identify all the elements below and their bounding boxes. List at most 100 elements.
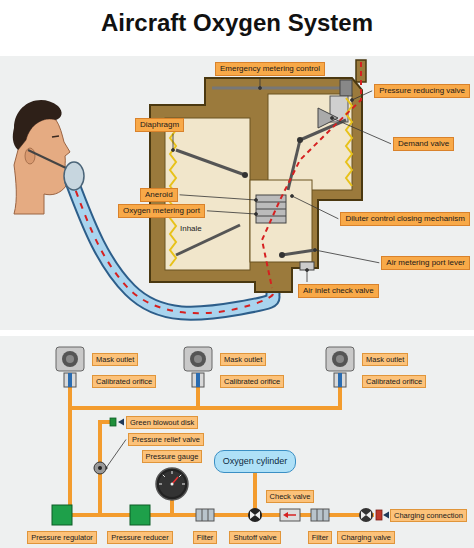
oxygen-pipe: [70, 387, 372, 515]
orifice-symbol: [64, 373, 76, 387]
part-label-box: Pressure regulator: [27, 531, 97, 544]
label-text: Mask outlet: [96, 355, 134, 364]
label-text: Pressure regulator: [31, 533, 93, 542]
label-text: Calibrated orifice: [366, 377, 422, 386]
panel-ground: [0, 56, 474, 330]
blowout-disk-symbol: [118, 419, 124, 426]
part-label-box: Filter: [193, 531, 218, 544]
callout-box: Air metering port lever: [381, 256, 470, 270]
part-label: Inhale: [180, 224, 202, 234]
leader-line: [106, 440, 126, 469]
label-text: Charging valve: [341, 533, 391, 542]
valve-symbol: [248, 508, 373, 522]
label-text: Emergency metering control: [220, 64, 320, 74]
regulator-mechanism: [256, 209, 286, 210]
label-text: Aneroid: [145, 190, 173, 200]
leader-line: [105, 78, 391, 470]
label-text: Calibrated orifice: [96, 377, 152, 386]
regulator-mechanism: [212, 87, 345, 90]
regulator-mechanism: [256, 202, 286, 203]
oxygen-pipe: [338, 387, 342, 408]
mask-outlet-symbol: [336, 355, 344, 363]
orifice-symbol: [68, 373, 72, 387]
orifice-symbol: [64, 373, 346, 387]
pilot-head: [52, 136, 59, 137]
label-text: Oxygen metering port: [123, 206, 200, 216]
regulator-housing: [150, 78, 362, 292]
leader-line: [352, 91, 372, 100]
mask-outlet-symbol: [62, 351, 78, 367]
filter-symbol: [311, 509, 329, 521]
oxygen-pipe: [170, 500, 174, 515]
part-label-box: Pressure reducer: [107, 531, 173, 544]
regulator-mechanism: [282, 250, 315, 255]
leader-line: [292, 196, 338, 219]
charging-connection-symbol: [383, 512, 389, 519]
mask-outlet-symbol: [190, 351, 206, 367]
diagram-title: Aircraft Oxygen System: [0, 9, 474, 37]
blowout-disk-symbol: [110, 418, 116, 426]
charging-connection-symbol: [376, 510, 389, 520]
callout-box: Pressure reducing valve: [374, 84, 470, 98]
oxygen-pipe: [70, 406, 340, 410]
label-text: Pressure reducing valve: [379, 86, 465, 96]
part-label-box: Mask outlet: [92, 353, 138, 366]
orifice-symbol: [196, 373, 200, 387]
oxygen-hose: [64, 162, 84, 190]
regulator-symbol: [130, 505, 150, 525]
label-text: Green blowout disk: [130, 418, 194, 427]
mask-outlet-symbol: [326, 347, 354, 371]
check-valve-symbol: [280, 509, 300, 521]
label-text: Air metering port lever: [386, 258, 465, 268]
part-label-box: Pressure gauge: [142, 450, 203, 463]
pressure-gauge-symbol: [171, 483, 174, 486]
pilot-head: [13, 100, 62, 150]
leader-line: [332, 118, 391, 144]
regulator-mechanism: [279, 252, 285, 258]
label-text: Mask outlet: [224, 355, 262, 364]
callout-box: Diaphragm: [135, 118, 184, 132]
label-text: Charging connection: [394, 511, 463, 520]
regulator-housing: [268, 94, 352, 190]
part-label-box: Calibrated orifice: [220, 375, 284, 388]
label-text: Diaphragm: [140, 120, 179, 130]
pressure-gauge-symbol: [159, 471, 185, 484]
panel-ground: [0, 56, 474, 548]
label-text: Demand valve: [398, 139, 449, 149]
mask-outlet-symbol: [184, 347, 212, 371]
mask-outlet-symbol: [332, 351, 348, 367]
pressure-gauge-symbol: [156, 468, 188, 500]
pressure-gauge-symbol: [159, 484, 162, 485]
panel-ground: [0, 336, 474, 548]
orifice-symbol: [334, 373, 346, 387]
filter-symbol: [196, 509, 214, 521]
part-label-box: Check valve: [266, 490, 315, 503]
check-valve-symbol: [283, 512, 288, 518]
label-text: Check valve: [270, 492, 311, 501]
pilot-head: [28, 150, 66, 168]
oxygen-pipe: [70, 387, 372, 515]
check-valve-symbol: [280, 509, 300, 521]
callout-box: Emergency metering control: [215, 62, 325, 76]
leader-line: [180, 195, 256, 200]
part-label-box: Pressure relief valve: [128, 433, 204, 446]
regulator-mechanism: [242, 172, 248, 178]
label-text: Pressure reducer: [111, 533, 169, 542]
oxygen-pipe: [253, 472, 257, 508]
part-label-box: Mask outlet: [362, 353, 408, 366]
orifice-symbol: [338, 373, 342, 387]
relief-valve-symbol: [94, 462, 106, 474]
cylinder-box: Oxygen cylinder: [214, 450, 297, 473]
regulator-mechanism: [176, 150, 245, 175]
regulator-housing: [150, 60, 366, 292]
filter-symbol: [208, 509, 209, 521]
relief-valve-symbol: [98, 466, 102, 470]
filter-symbol: [323, 509, 324, 521]
label-text: Calibrated orifice: [224, 377, 280, 386]
regulator-mechanism: [340, 80, 352, 96]
part-label-box: Charging connection: [390, 509, 467, 522]
filter-symbol: [317, 509, 318, 521]
valve-symbol: [250, 511, 260, 519]
pressure-gauge-symbol: [163, 475, 165, 477]
label-text: Filter: [312, 533, 329, 542]
